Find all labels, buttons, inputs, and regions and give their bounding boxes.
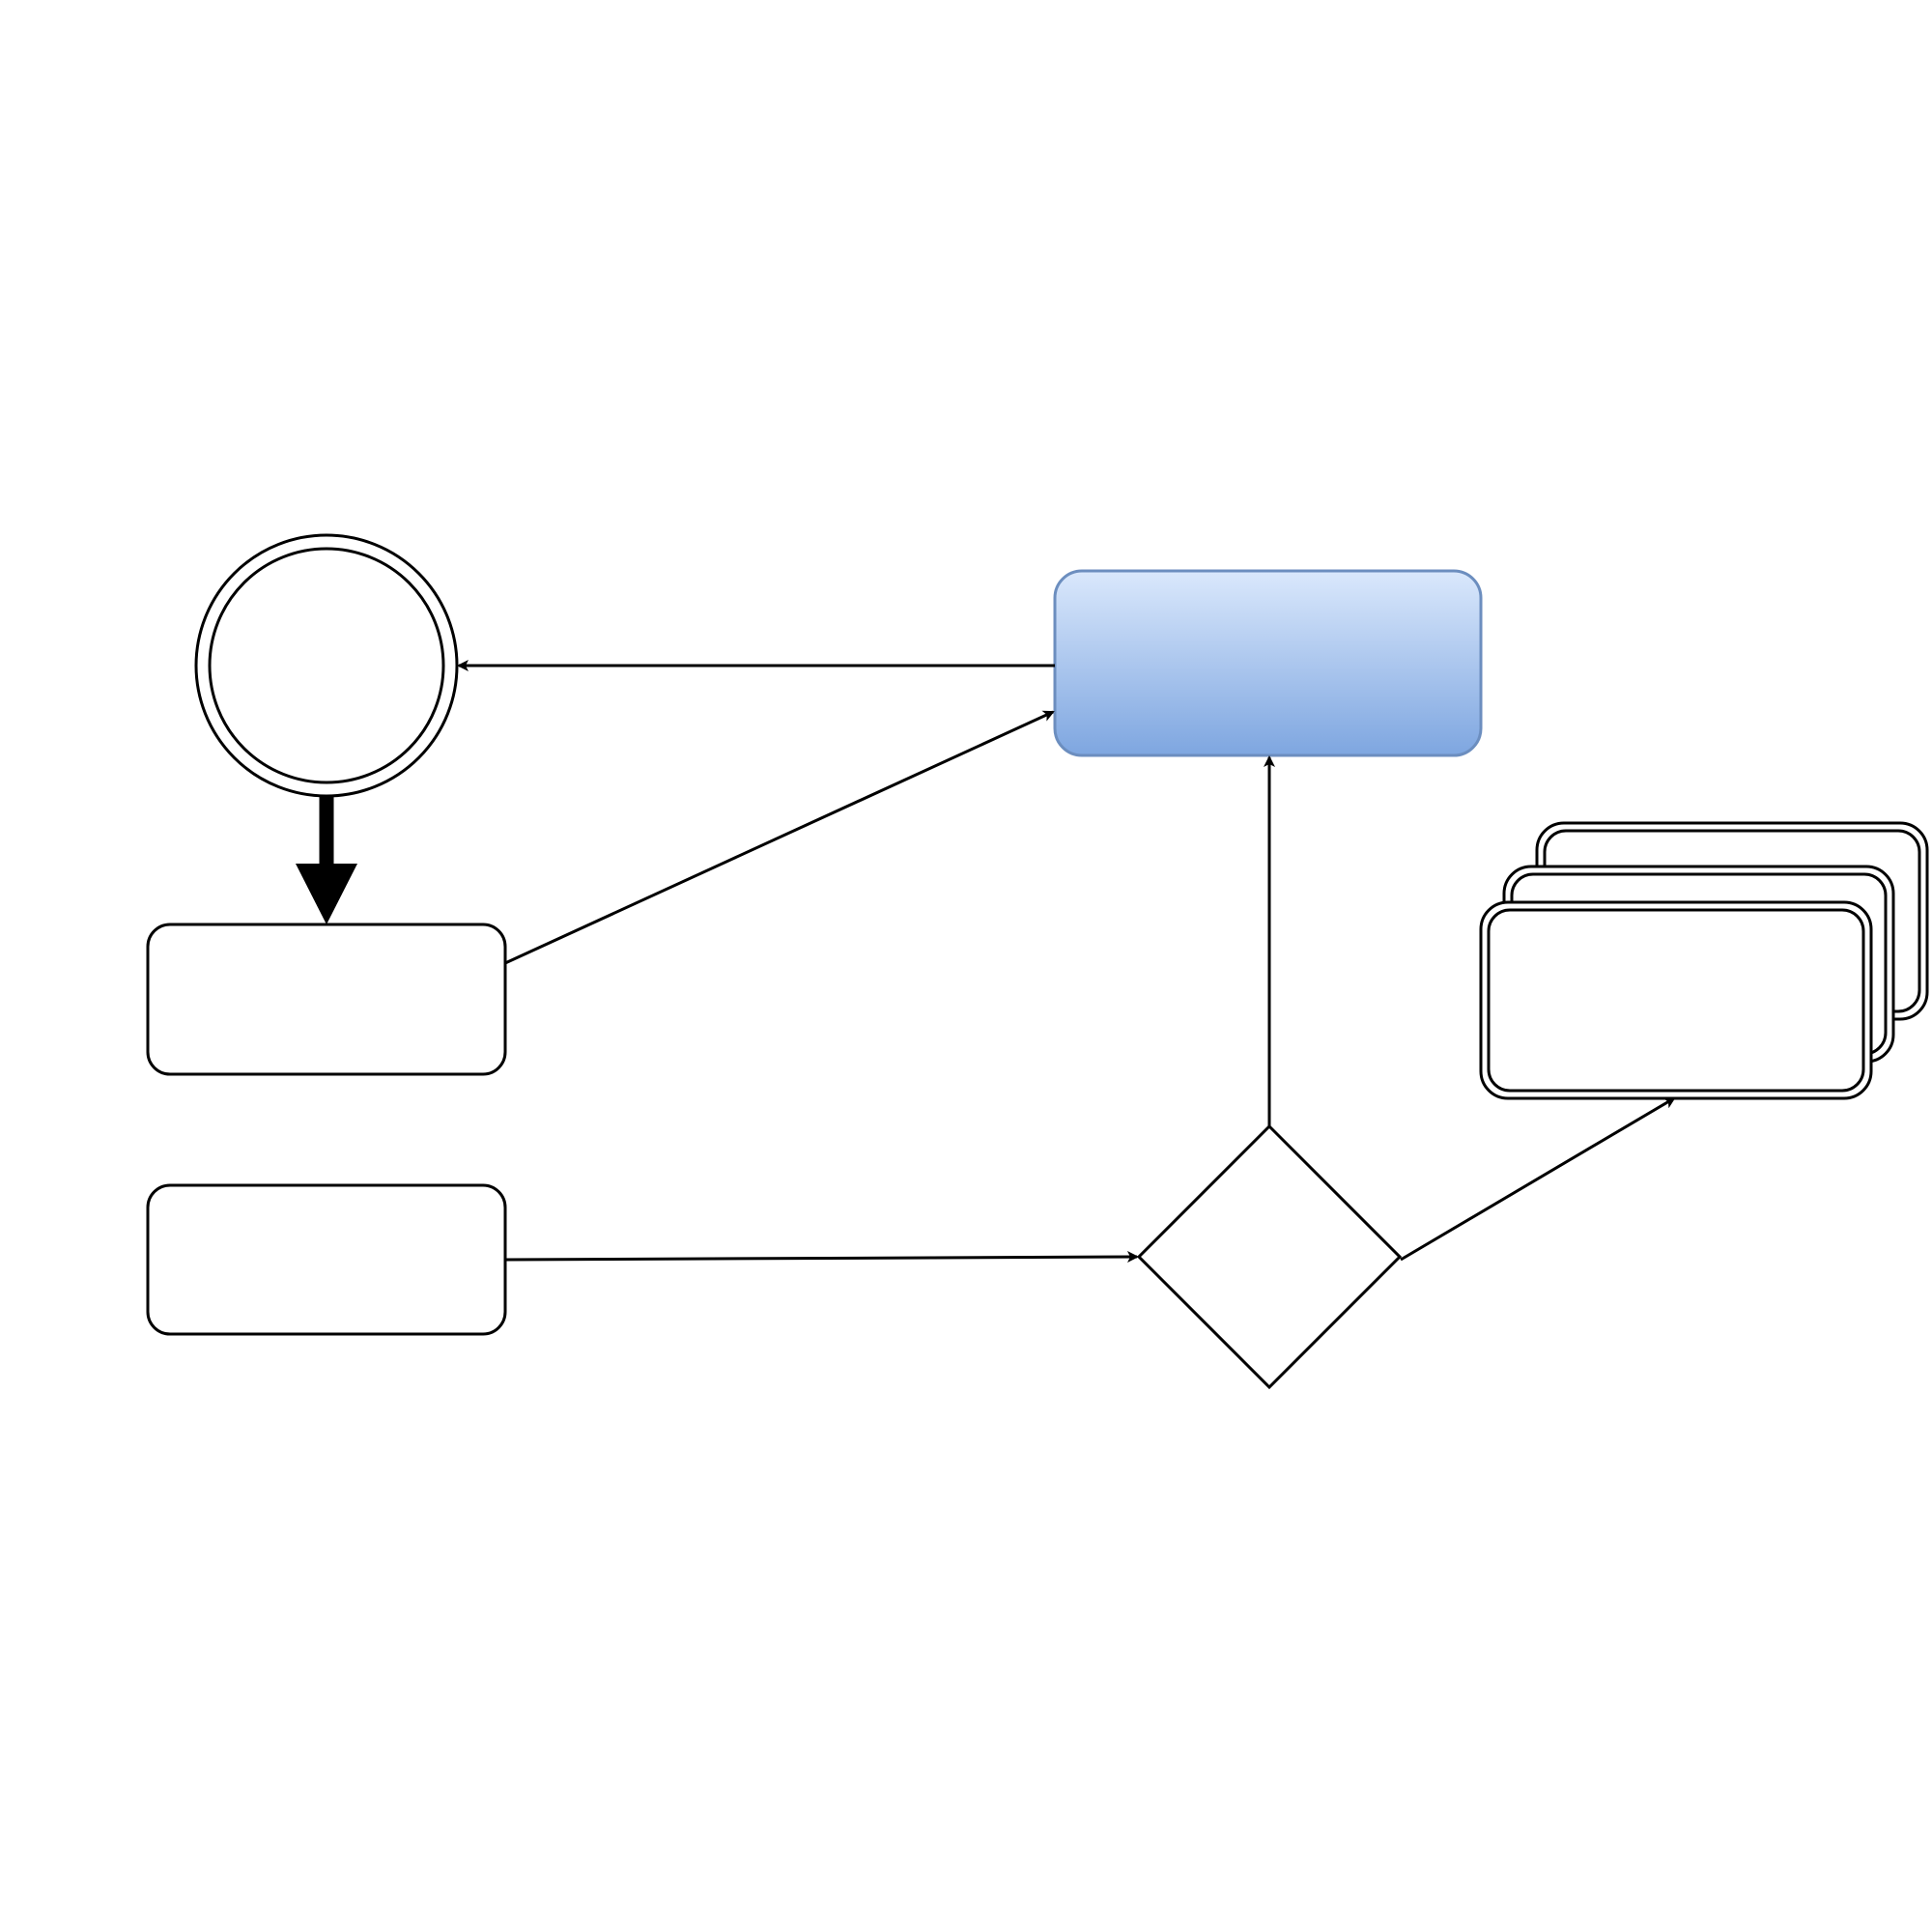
edge-task2-to-gateway[interactable] (504, 1251, 1139, 1264)
task-2-node[interactable] (146, 1183, 507, 1336)
end-event-node[interactable] (194, 533, 459, 798)
gateway-node[interactable] (1136, 1123, 1403, 1390)
multi-instance-node[interactable] (1479, 821, 1929, 1100)
task-1-node[interactable] (146, 923, 507, 1076)
blue-task-node[interactable] (1053, 569, 1483, 757)
edge-task1-to-blue[interactable] (504, 710, 1055, 965)
edge-gateway-to-multi[interactable] (1400, 1096, 1676, 1262)
bold-arrow-edge[interactable] (296, 796, 357, 924)
